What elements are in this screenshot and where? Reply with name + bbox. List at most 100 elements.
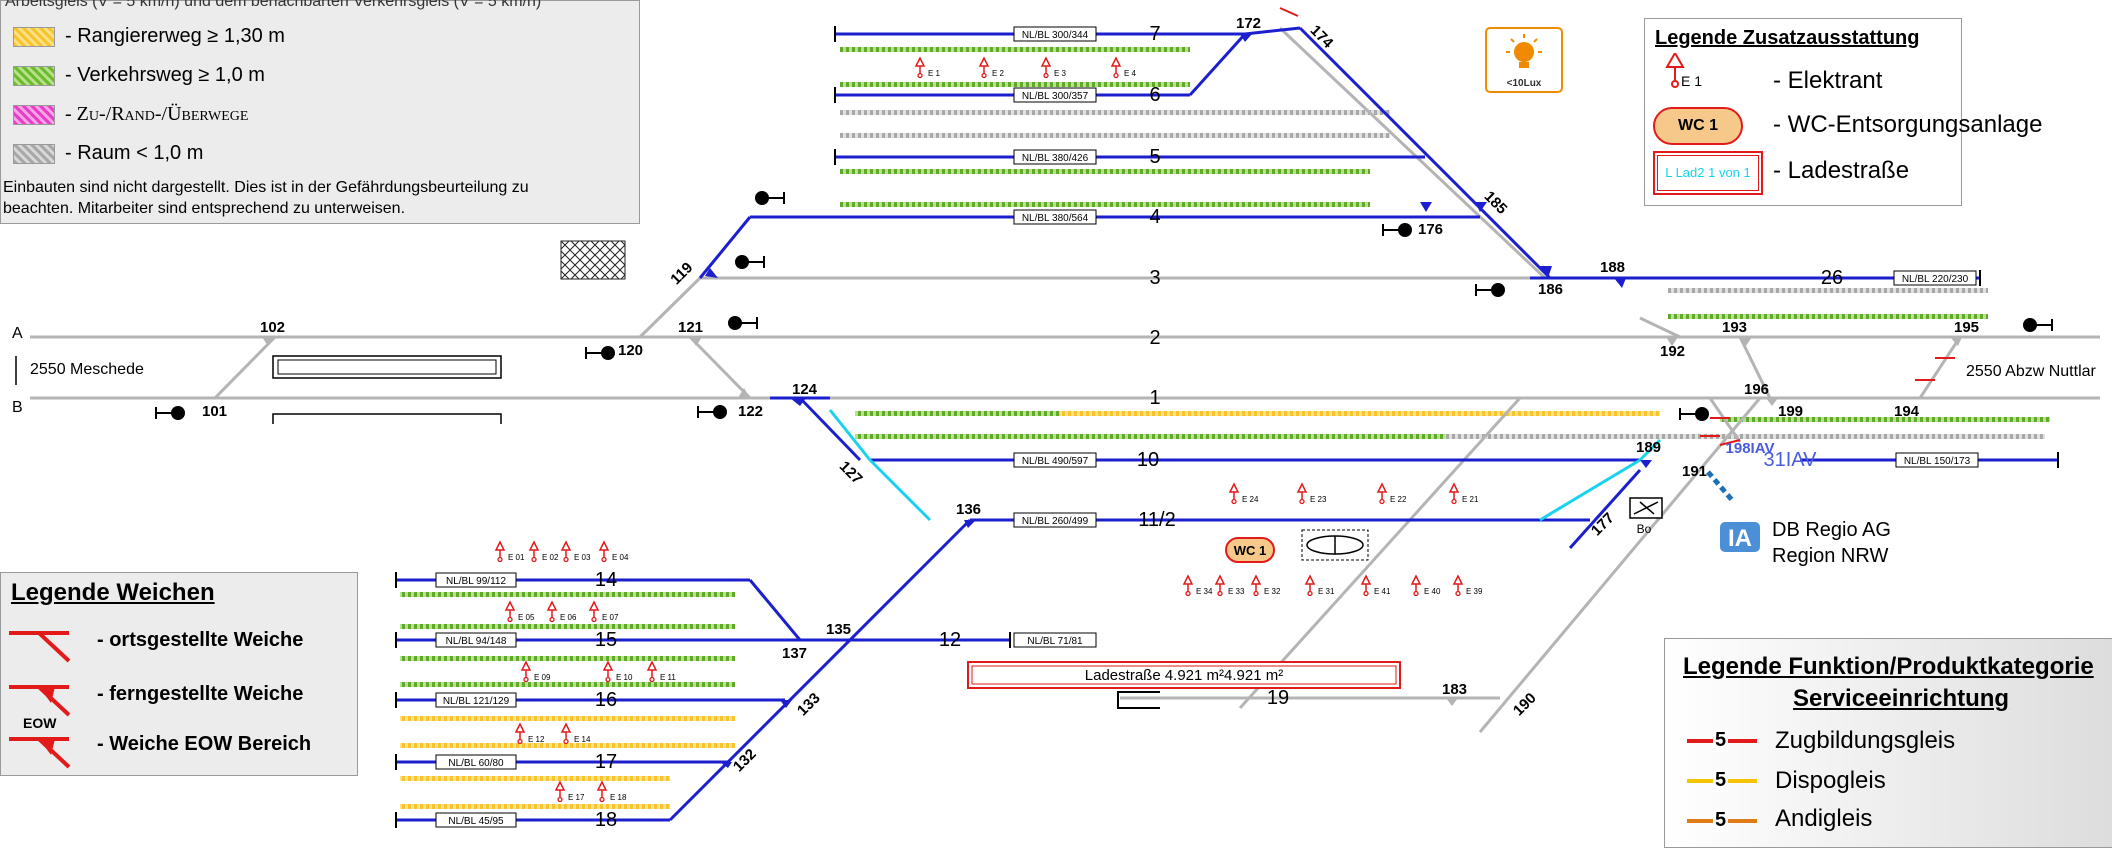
track-number: 17 [595,751,617,773]
switch-number: 174 [1307,22,1337,52]
walkway-yellow [1060,411,1660,416]
hydrant-label: E 41 [1374,587,1391,596]
legend-eow-switch: - Weiche EOW Bereich [97,733,312,755]
hydrant-label: E 22 [1390,495,1407,504]
buffer-track-19 [1117,691,1160,709]
track-tag: NL/BL 71/81 [1027,636,1083,647]
wc-facility [1225,537,1275,563]
switch-number: 132 [730,746,760,776]
hydrant-label: E 10 [616,673,633,682]
legend-hydrant-label: - Elektrant [1773,67,1883,94]
hydrant-label: E 18 [610,793,627,802]
hydrant-label: E 07 [602,613,619,622]
track-tags: NL/BL 300/344 NL/BL 300/357 NL/BL 380/42… [435,26,1979,828]
switch-frogs-grey [262,337,1962,706]
swatch-raum [13,144,55,164]
dashed-connector [1706,470,1734,502]
hydrant-label: E 12 [528,735,545,744]
hydrant-label: E 2 [992,69,1005,78]
switch-number: 189 [1636,439,1661,456]
switch-number: 121 [678,319,703,336]
switch-number: 122 [738,403,763,420]
switch-number: 186 [1538,281,1563,298]
legend-note-line1: Einbauten sind nicht dargestellt. Dies i… [3,179,529,196]
platform-b [272,413,502,424]
swatch-verkehrsweg [13,66,55,86]
switch-number: 194 [1894,403,1920,420]
track-number: 3 [1149,267,1160,289]
walkway-green [400,624,735,629]
walkway-grey [840,110,1390,115]
legend-header-fragment: Arbeitsgleis (V = 5 km/h) und dem benach… [5,0,542,10]
operator-logo [1720,522,1760,552]
track-label-b: B [12,399,23,416]
hydrant-label: E 01 [508,553,525,562]
operator-line2: Region NRW [1772,545,1888,567]
switch-number: 136 [956,501,981,518]
legend-hydrant-code: E 1 [1681,73,1703,89]
track-tag: NL/BL 380/426 [1022,153,1089,164]
walkway-green [840,202,1370,207]
switch-number: 127 [836,458,866,488]
cyan-tracks [828,409,1662,522]
switch-number: 199 [1778,403,1803,420]
lux-label: <10Lux [1507,78,1542,89]
hydrant-label: E 31 [1318,587,1335,596]
track-number: 11/2 [1138,509,1175,531]
local-switch-icon [9,631,71,663]
track-number: 7 [1149,23,1160,45]
legend-function-num: 5 [1713,769,1729,792]
switch-number: 135 [826,621,851,638]
switch-number: 120 [618,342,643,359]
walkway-green [400,656,735,661]
track-number: 198IAV [1726,440,1775,457]
platform-a [272,355,502,379]
legend-switches-title: Legende Weichen [11,579,215,606]
switch-number: 193 [1722,319,1747,336]
track-number: 16 [595,689,617,711]
walkway-yellow [400,743,735,748]
switch-number: 176 [1418,221,1443,238]
track-number: 31IAV [1764,449,1818,471]
legend-function: Legende Funktion/Produktkategorie Servic… [1664,638,2112,848]
walkway-green [1720,417,2050,422]
switch-number: 172 [1236,15,1261,32]
switch-number: 196 [1744,381,1769,398]
legend-equipment-title: Legende Zusatzausstattung [1655,27,1920,49]
switch-number: 188 [1600,259,1625,276]
walkway-grey [855,434,2045,439]
remote-switch-icon [9,685,71,717]
hydrant-label: E 23 [1310,495,1327,504]
track-tag: NL/BL 300/344 [1022,30,1089,41]
station-nuttlar: 2550 Abzw Nuttlar [1966,363,2097,380]
track-tag: NL/BL 94/148 [446,636,507,647]
switch-number: 137 [782,645,807,662]
switch-number: 190 [1510,690,1540,720]
walkway-grey [840,133,1390,138]
legend-switches: Legende Weichen - ortsgestellte Weiche -… [0,572,358,776]
track-number: 12 [939,629,961,651]
switch-frogs [705,34,1652,768]
track-tag: NL/BL 260/499 [1022,516,1089,527]
eow-switch-icon [9,737,71,769]
legend-function-num: 5 [1713,729,1729,752]
lamp-icon [1514,42,1534,62]
hydrant-label: E 02 [542,553,559,562]
hydrant-label: E 17 [568,793,585,802]
hydrant-label: E 40 [1424,587,1441,596]
legend-wc-label: - WC-Entsorgungsanlage [1773,111,2043,138]
hydrant-label: E 39 [1466,587,1483,596]
hydrant-label: E 05 [518,613,535,622]
track-number: 5 [1149,146,1160,168]
track-number: 2 [1149,327,1160,349]
legend-item-ueberwege: - Zu-/Rand-/Überwege [65,103,249,125]
track-tag: NL/BL 45/95 [448,816,504,827]
buffer-stops [395,26,2059,828]
hydrant-label: E 4 [1124,69,1137,78]
walkway-grey [1668,288,1988,293]
hatched-area [560,240,626,280]
switch-number: 102 [260,319,285,336]
walkway-green [840,169,1370,174]
legend-item-raum: - Raum < 1,0 m [65,142,204,164]
